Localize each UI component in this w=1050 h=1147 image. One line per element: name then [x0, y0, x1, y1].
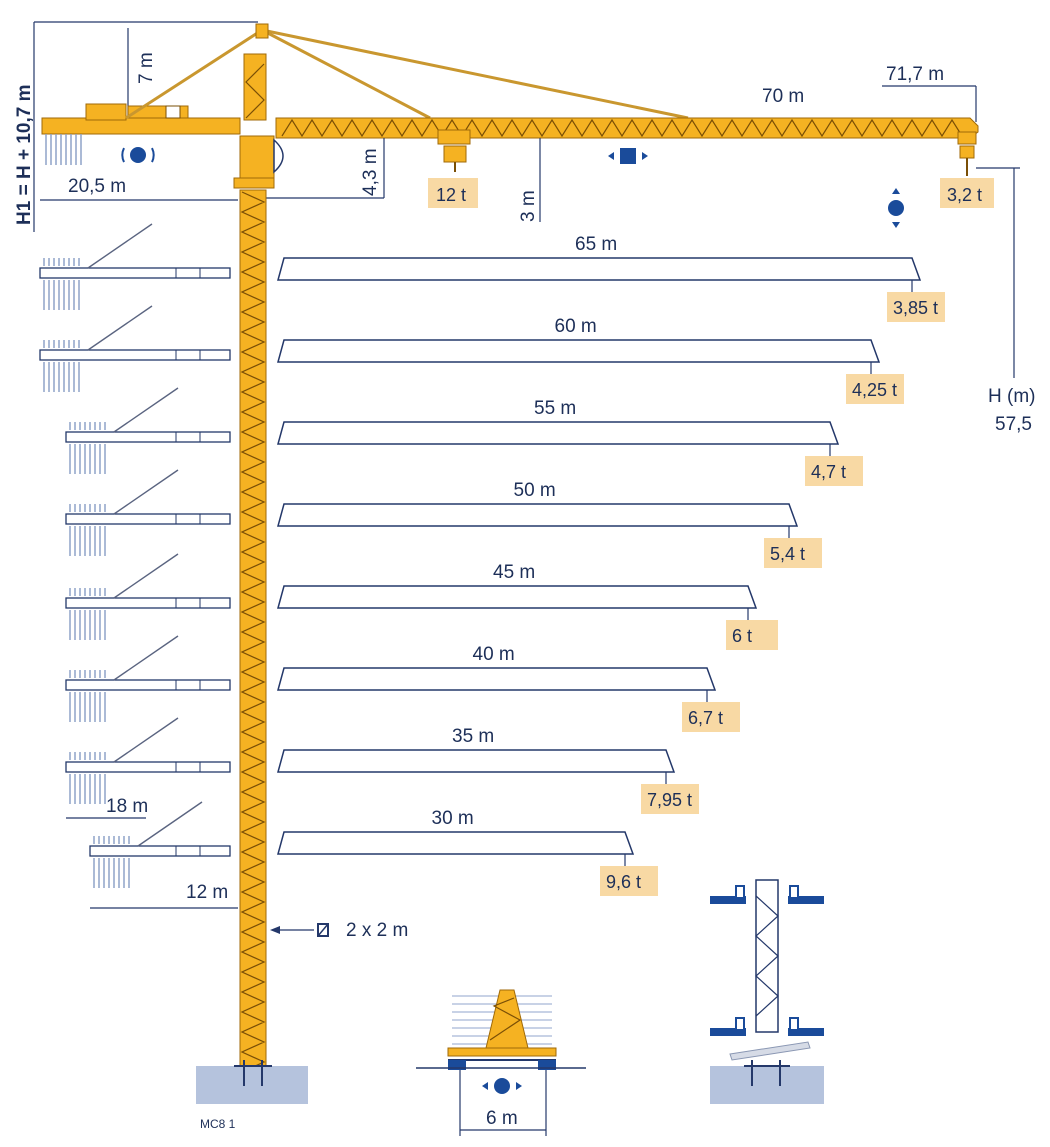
jib-variant-5 [277, 585, 758, 609]
jib-height-label: 4,3 m [360, 148, 381, 196]
hook-drop-label: 3 m [518, 190, 539, 222]
jib-variant-3 [277, 421, 840, 445]
base-width-label: 6 m [486, 1108, 518, 1129]
jib-variant-load-box-3 [805, 456, 863, 486]
travel-icon [482, 1078, 522, 1094]
tower-mast-lattice [240, 191, 266, 1073]
trolley-icon [608, 148, 648, 164]
counter-jib-variant-tie-3 [113, 387, 179, 433]
tip-load-box [940, 178, 994, 208]
max-load-label: 12 t [436, 185, 466, 205]
jib-variant-load-6: 6,7 t [688, 708, 723, 728]
counter-jib-variant-tie-5 [113, 553, 179, 599]
jib-variant-2 [277, 339, 881, 363]
counter-jib-variant-5 [65, 597, 231, 609]
height-value: 57,5 [995, 414, 1032, 435]
h1-label: H1 = H + 10,7 m [14, 85, 35, 225]
slewing-unit [233, 53, 284, 189]
jib-variant-load-box-2 [846, 374, 904, 404]
counter-jib-winch [85, 103, 127, 121]
counter-18-label: 18 m [106, 796, 148, 817]
jib-variant-load-box-1 [887, 292, 945, 322]
tower-mast [239, 189, 267, 1067]
jib-variant-load-5: 6 t [732, 626, 752, 646]
counter-jib-variant-4 [65, 513, 231, 525]
jib-variant-load-2: 4,25 t [852, 380, 897, 400]
counter-jib-variants [39, 223, 231, 888]
trolley-near [437, 129, 471, 172]
jib-variant-load-box-4 [764, 538, 822, 568]
jib-variant-load-1: 3,85 t [893, 298, 938, 318]
mast-section-label: 2 x 2 m [346, 920, 408, 941]
jib-variant-length-3: 55 m [534, 398, 576, 419]
trolley-tip [957, 131, 977, 176]
jib-variant-length-2: 60 m [555, 316, 597, 337]
jib-variant-1 [277, 257, 922, 281]
counter-jib-variant-tie-4 [113, 469, 179, 515]
jib-variant-load-8: 9,6 t [606, 872, 641, 892]
jib-variant-length-6: 40 m [473, 644, 515, 665]
counter-12-label: 12 m [186, 882, 228, 903]
mast-head [255, 23, 269, 39]
counter-jib-variant-3 [65, 431, 231, 443]
model-label: MC8 1 [200, 1117, 236, 1131]
tower-anchors [234, 1060, 272, 1086]
counter-jib-variant-tie-6 [113, 635, 179, 681]
main-jib-lattice [281, 118, 963, 138]
mast-section-icon [270, 923, 329, 937]
jib-variant-length-8: 30 m [432, 808, 474, 829]
counter-jib-variant-1 [39, 267, 231, 279]
jib-length-label: 70 m [762, 86, 804, 107]
counter-jib-variant-8 [89, 845, 231, 857]
jib-variant-4 [277, 503, 799, 527]
counter-jib-variant-2 [39, 349, 231, 361]
jib-total-label: 71,7 m [886, 64, 944, 85]
jib-variant-load-box-8 [600, 866, 658, 896]
height-label: H (m) [988, 386, 1035, 407]
counter-jib [41, 117, 241, 135]
internal-climbing-detail [710, 879, 824, 1104]
pendant-ropes [125, 28, 689, 120]
counter-jib-variant-6 [65, 679, 231, 691]
counter-jib-variant-tie-7 [113, 717, 179, 763]
tip-load-label: 3,2 t [947, 185, 982, 205]
jib-variant-load-3: 4,7 t [811, 462, 846, 482]
jib-variant-load-4: 5,4 t [770, 544, 805, 564]
jib-variant-length-1: 65 m [575, 234, 617, 255]
jib-variant-7 [277, 749, 676, 773]
jib-variant-load-box-5 [726, 620, 778, 650]
counter-jib-variant-tie-8 [137, 801, 203, 847]
jib-variants: 65 m 3,85 t 60 m 4,25 t 55 m 4,7 t 50 m 5,4 t 45… [277, 234, 945, 896]
counter-jib-variant-7 [65, 761, 231, 773]
jib-variant-load-box-7 [641, 784, 699, 814]
jib-variant-6 [277, 667, 717, 691]
jib-variant-load-7: 7,95 t [647, 790, 692, 810]
counterweight-hatch [45, 134, 82, 165]
max-load-box [428, 178, 478, 208]
counter-jib-variant-tie-1 [87, 223, 153, 269]
jib-variant-length-5: 45 m [493, 562, 535, 583]
counter-jib-label: 20,5 m [68, 176, 126, 197]
jib-variant-length-7: 35 m [452, 726, 494, 747]
slewing-icon [121, 147, 155, 163]
jib-variant-length-4: 50 m [514, 480, 556, 501]
mast-top-label: 7 m [136, 52, 157, 84]
counter-jib-box [165, 105, 181, 119]
hoist-icon [888, 188, 904, 228]
jib-variant-load-box-6 [682, 702, 740, 732]
counter-jib-variant-tie-2 [87, 305, 153, 351]
undercarriage [416, 989, 586, 1136]
tower-foundation [196, 1066, 308, 1104]
jib-variant-8 [277, 831, 635, 855]
